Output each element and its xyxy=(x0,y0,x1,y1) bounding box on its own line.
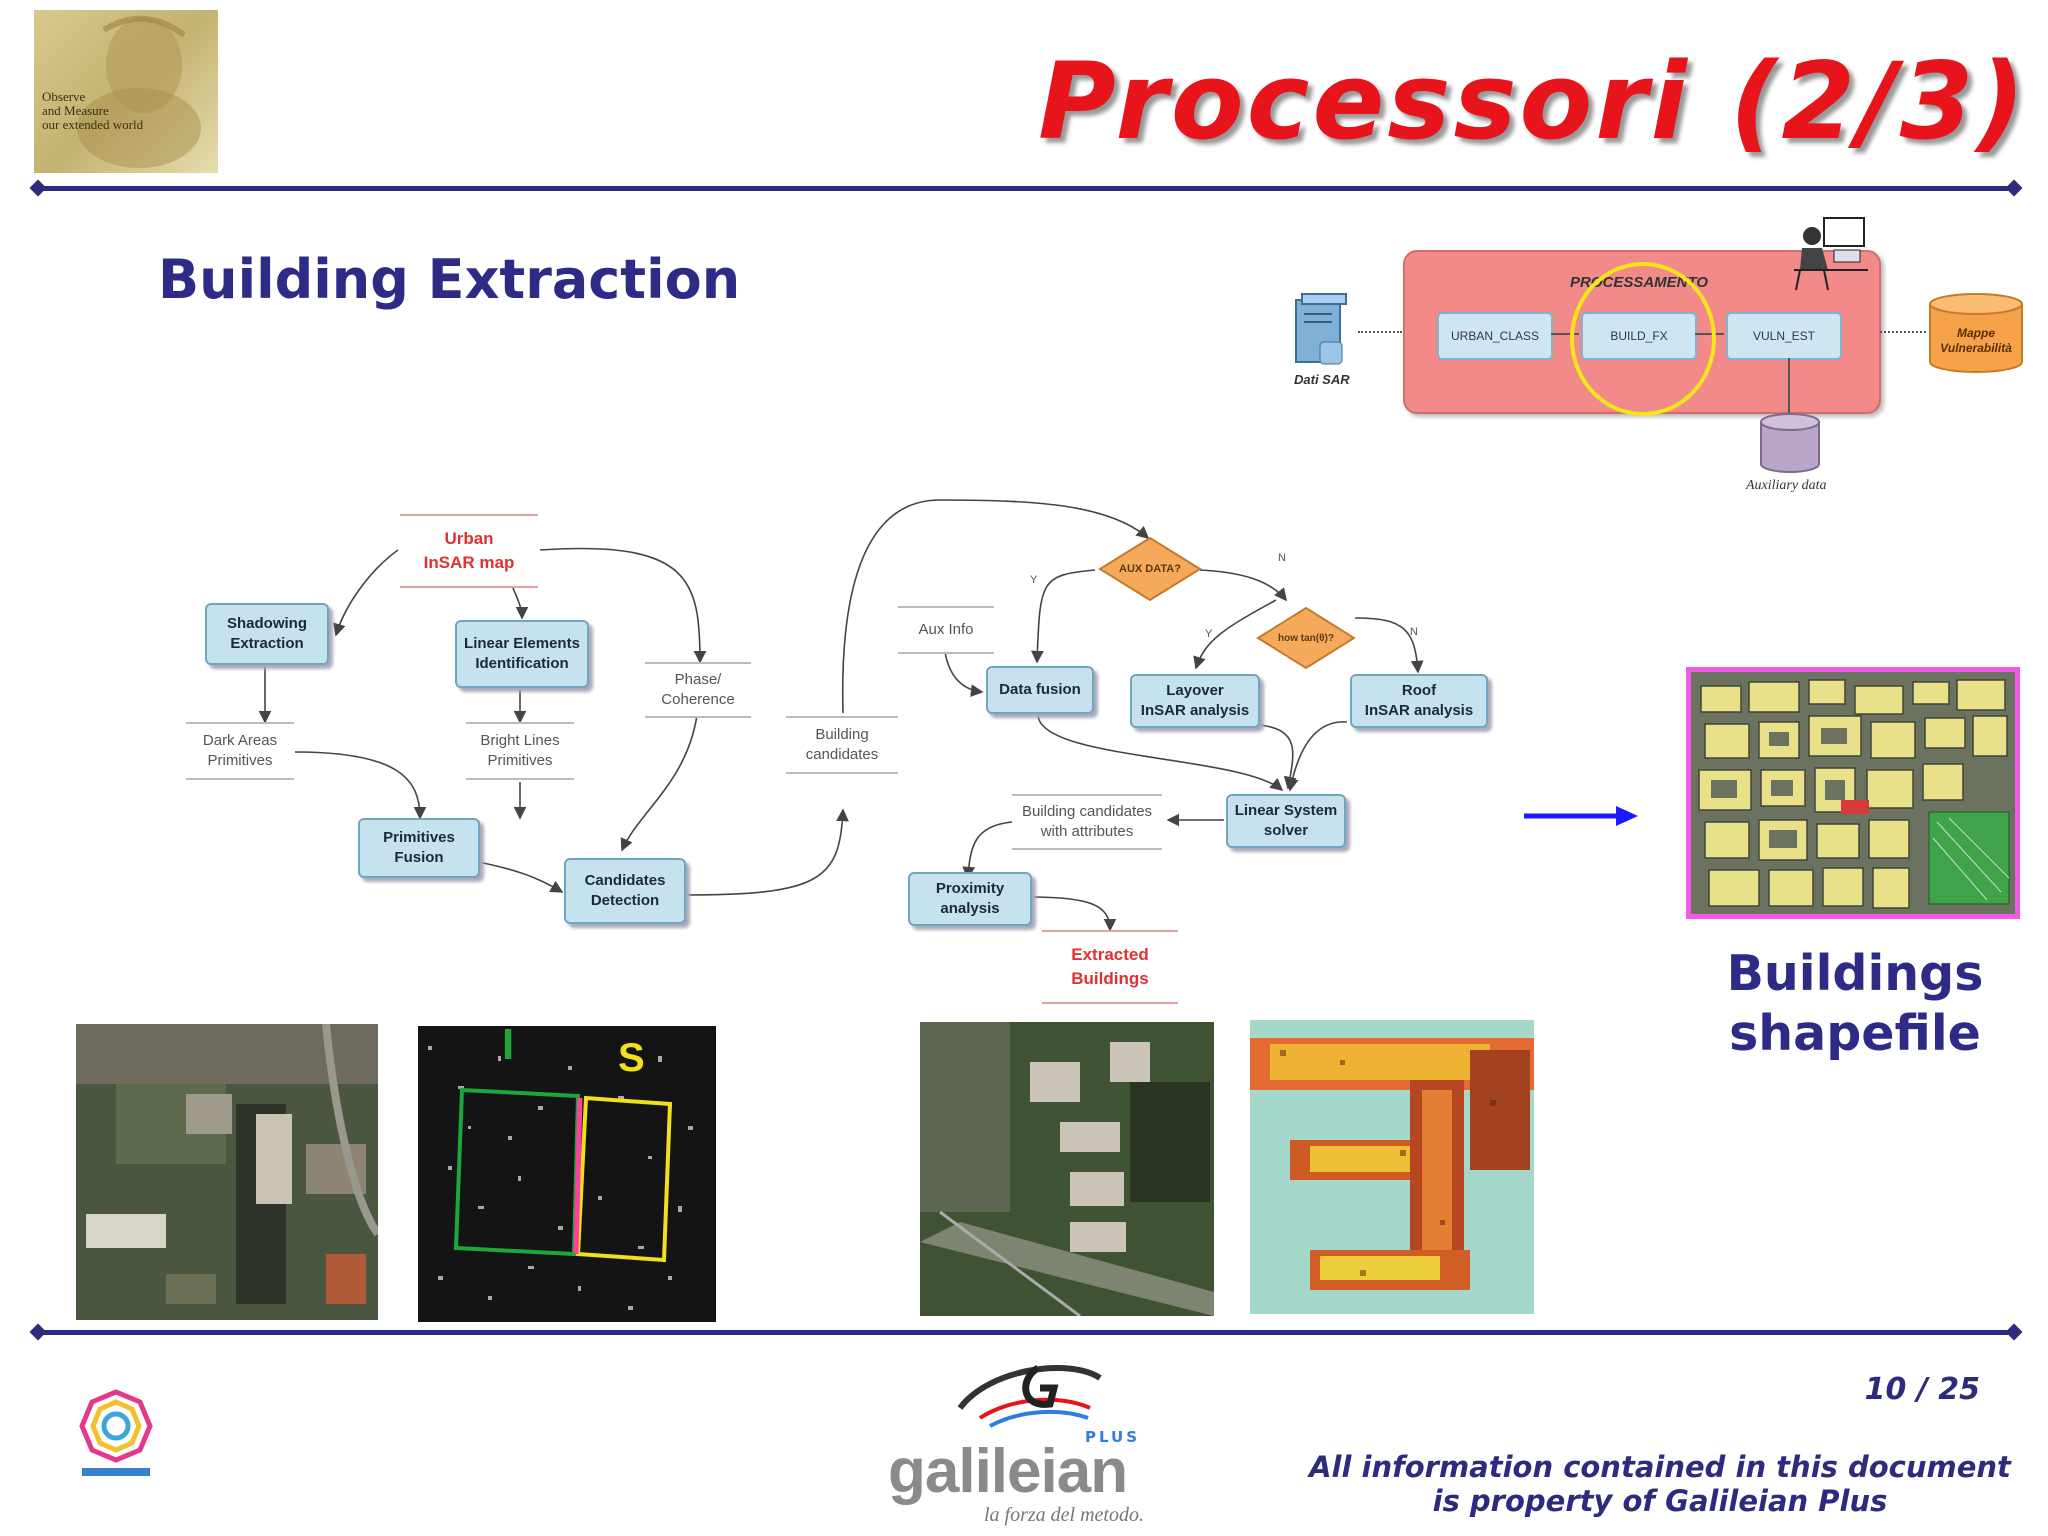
flow-how-tan-diamond: how tan(θ)? xyxy=(1256,606,1356,670)
flow-label-y2: Y xyxy=(1205,628,1213,640)
output-database-icon xyxy=(1926,290,2026,380)
flow-building-candidates-attributes: Building candidates with attributes xyxy=(1012,794,1162,850)
pipeline-output-connector xyxy=(1880,331,1926,333)
auxiliary-label: Auxiliary data xyxy=(1746,478,1827,493)
operator-desk-icon xyxy=(1784,210,1874,298)
flow-linear-elements: Linear Elements Identification xyxy=(455,620,589,688)
auxiliary-database-icon xyxy=(1758,412,1822,478)
page-number: 10 / 25 xyxy=(1864,1372,1980,1407)
sar-image: I S xyxy=(418,1026,716,1322)
flow-phase-coherence: Phase/ Coherence xyxy=(645,662,751,718)
flow-extracted-buildings: Extracted Buildings xyxy=(1042,930,1178,1004)
result-arrow-icon xyxy=(1524,806,1638,826)
sar-server-icon xyxy=(1292,290,1352,378)
bottom-rule xyxy=(38,1330,2014,1335)
flow-candidates-detection: Candidates Detection xyxy=(564,858,686,924)
section-subtitle: Building Extraction xyxy=(158,248,741,311)
galileian-brand: galileian xyxy=(888,1437,1128,1506)
pipeline-output-label: Mappe Vulnerabilità xyxy=(1940,326,2012,355)
aerial-photo-2 xyxy=(920,1022,1214,1316)
flow-urban-insar-map: Urban InSAR map xyxy=(400,514,538,588)
flow-linear-system-solver: Linear System solver xyxy=(1226,794,1346,848)
pipeline-step-urban-class: URBAN_CLASS xyxy=(1437,312,1553,360)
portrait-logo-image xyxy=(77,15,201,168)
top-rule xyxy=(38,186,2014,191)
footer-disclaimer: All information contained in this docume… xyxy=(1309,1450,2011,1518)
flow-label-n2: N xyxy=(1410,626,1418,638)
galileian-tagline: la forza del metodo. xyxy=(984,1504,1144,1526)
buildings-shapefile-image xyxy=(1686,667,2020,919)
galileian-logo: PLUS galileian la forza del metodo. xyxy=(880,1340,1170,1530)
flow-aux-info: Aux Info xyxy=(898,606,994,654)
flow-label-y1: Y xyxy=(1030,574,1038,586)
aerial-photo-1 xyxy=(76,1024,378,1320)
flow-roof-analysis: Roof InSAR analysis xyxy=(1350,674,1488,728)
flow-dark-areas: Dark Areas Primitives xyxy=(186,722,294,780)
flow-building-candidates: Building candidates xyxy=(786,716,898,774)
highlight-circle xyxy=(1570,262,1716,416)
logo-text: Observe and Measure our extended world xyxy=(42,89,144,132)
header-logo: Observe and Measure our extended world xyxy=(34,10,218,173)
pipeline-input-label: Dati SAR xyxy=(1294,372,1350,387)
flow-data-fusion: Data fusion xyxy=(986,666,1094,714)
buildings-shapefile-label: Buildings shapefile xyxy=(1726,945,1984,1062)
flow-bright-lines: Bright Lines Primitives xyxy=(466,722,574,780)
sar-label-l: I xyxy=(502,1026,515,1069)
flow-aux-data-diamond: AUX DATA? xyxy=(1098,536,1202,602)
page-title: Processori (2/3) xyxy=(1038,40,2028,163)
galileian-swoosh-icon xyxy=(957,1364,1102,1428)
flow-shadowing-extraction: Shadowing Extraction xyxy=(205,603,329,665)
pipeline-input-connector xyxy=(1358,331,1402,333)
pipeline-step-vuln-est: VULN_EST xyxy=(1726,312,1842,360)
pipeline-connector-1 xyxy=(1551,333,1579,335)
flow-proximity-analysis: Proximity analysis xyxy=(908,872,1032,926)
flow-layover-analysis: Layover InSAR analysis xyxy=(1130,674,1260,728)
sar-label-s: S xyxy=(618,1036,645,1080)
flow-primitives-fusion: Primitives Fusion xyxy=(358,818,480,878)
auxiliary-connector xyxy=(1788,358,1790,414)
flow-label-n1: N xyxy=(1278,552,1286,564)
galileian-brand-plus: PLUS xyxy=(1085,1428,1141,1446)
insar-heatmap-image xyxy=(1250,1020,1534,1314)
partner-logo xyxy=(74,1388,158,1488)
